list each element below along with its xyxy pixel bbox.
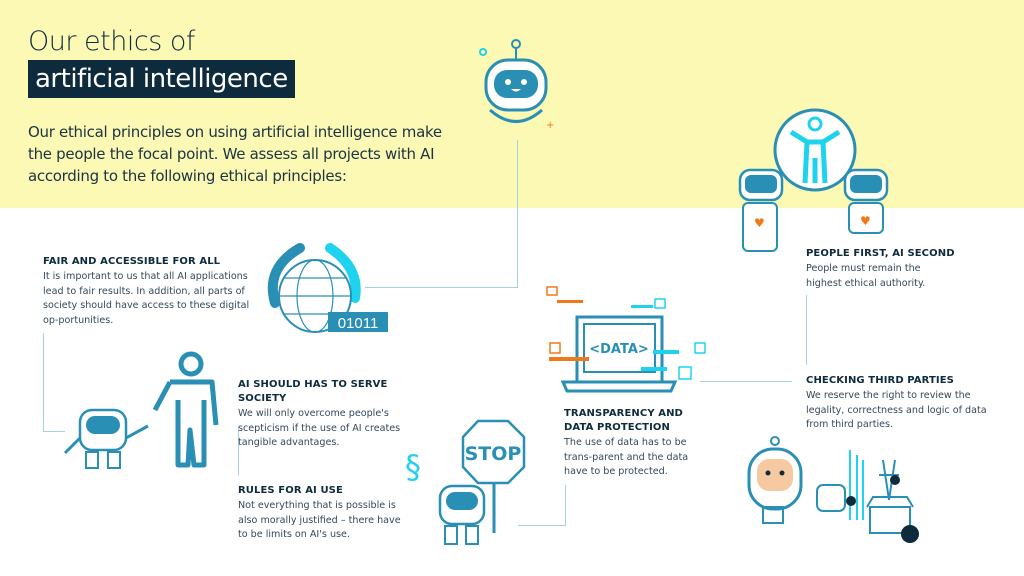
globe-hands-icon: 01011 (267, 243, 388, 333)
principle-third-parties: CHECKING THIRD PARTIES We reserve the ri… (806, 374, 996, 433)
principle-title: CHECKING THIRD PARTIES (806, 375, 954, 386)
connector-line (43, 333, 44, 431)
page-title-line2: artificial intelligence (28, 60, 295, 98)
page-title-line1: Our ethics of (28, 26, 195, 57)
connector-line (238, 427, 239, 475)
principle-title: PEOPLE FIRST, AI SECOND (806, 248, 955, 259)
principle-text: We reserve the right to review the legal… (806, 390, 987, 430)
person-with-robots-icon: ♥ ♥ (738, 108, 889, 252)
principle-people-first: PEOPLE FIRST, AI SECOND People must rema… (806, 247, 956, 291)
principle-text: We will only overcome people's scepticis… (238, 408, 401, 448)
svg-text:+: + (546, 120, 554, 131)
intro-text: Our ethical principles on using artifici… (28, 123, 442, 185)
principle-text: The use of data has to be trans-parent a… (564, 437, 689, 477)
principle-serve-society: AI SHOULD HAS TO SERVE SOCIETY We will o… (238, 378, 438, 451)
principle-title: TRANSPARENCY AND DATA PROTECTION (564, 408, 683, 433)
paragraph-icon: § (405, 448, 421, 486)
svg-text:♥: ♥ (754, 216, 765, 230)
stop-sign-robot-icon: STOP (438, 419, 526, 545)
connector-line (517, 140, 518, 288)
principle-text: People must remain the highest ethical a… (806, 263, 926, 289)
principle-rules: RULES FOR AI USE Not everything that is … (238, 484, 413, 543)
robot-head-icon: + (479, 39, 554, 131)
person-icon (152, 351, 219, 468)
connector-line (806, 295, 807, 365)
principle-transparency: TRANSPARENCY AND DATA PROTECTION The use… (564, 407, 714, 480)
binary-label: 01011 (338, 315, 379, 332)
data-label: <DATA> (589, 342, 649, 357)
robot-waving-icon (63, 408, 149, 469)
stop-label: STOP (465, 443, 522, 465)
connector-line (365, 287, 518, 288)
principle-title: FAIR AND ACCESSIBLE FOR ALL (43, 256, 221, 267)
principle-title: RULES FOR AI USE (238, 485, 343, 496)
svg-text:♥: ♥ (860, 214, 871, 228)
principle-text: It is important to us that all AI applic… (43, 271, 250, 326)
principle-title: AI SHOULD HAS TO SERVE SOCIETY (238, 379, 388, 404)
connector-line (43, 431, 65, 432)
connector-line (565, 485, 566, 525)
principle-fair: FAIR AND ACCESSIBLE FOR ALL It is import… (43, 255, 253, 328)
connector-line (700, 381, 792, 382)
laptop-data-icon: <DATA> (546, 286, 706, 393)
connector-line (518, 525, 566, 526)
robot-industry-icon (747, 436, 919, 543)
principle-text: Not everything that is possible is also … (238, 500, 401, 540)
